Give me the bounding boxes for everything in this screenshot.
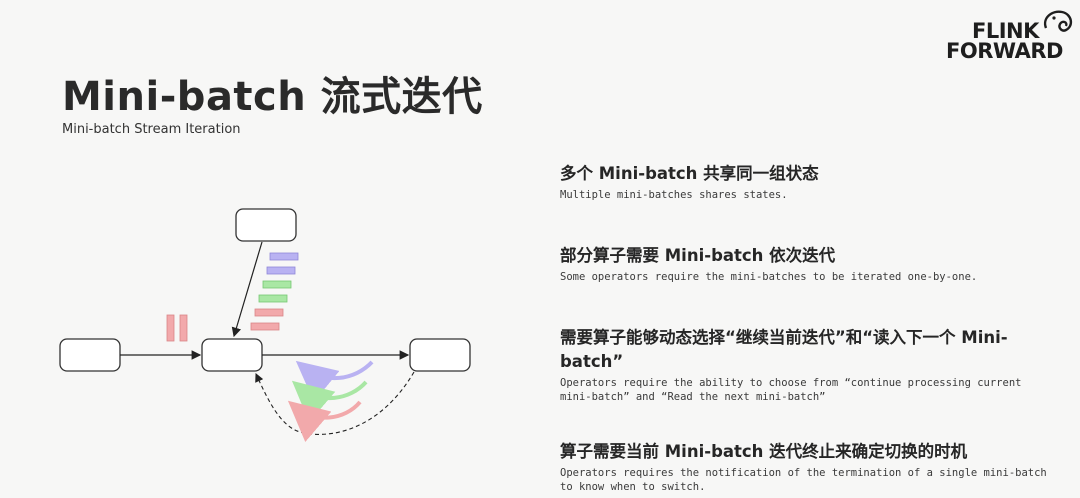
- iteration-diagram: [59, 208, 471, 443]
- output-node: [409, 338, 471, 372]
- source-node: [235, 208, 297, 242]
- iteration-curve-purple: [295, 360, 374, 402]
- point-sequential-iteration: 部分算子需要 Mini-batch 依次迭代 Some operators re…: [560, 244, 1060, 284]
- iteration-curve-green: [291, 380, 368, 423]
- mini-batch-purple-1: [269, 252, 299, 261]
- point-2-en: Some operators require the mini-batches …: [560, 271, 978, 283]
- flink-forward-logo: FLINK FORWARD: [938, 8, 1076, 68]
- iteration-curve-red: [287, 400, 362, 443]
- point-3-zh: 需要算子能够动态选择“继续当前迭代”和“读入下一个 Mini-batch”: [560, 328, 1008, 371]
- input-batch-2: [179, 314, 188, 342]
- point-3-en: Operators require the ability to choose …: [560, 377, 1022, 403]
- operator-node: [201, 338, 263, 372]
- mini-batch-green-1: [262, 280, 292, 289]
- point-shared-state: 多个 Mini-batch 共享同一组状态 Multiple mini-batc…: [560, 162, 1060, 202]
- feed-edge: [231, 241, 263, 338]
- point-4-en: Operators requires the notification of t…: [560, 467, 1047, 493]
- squirrel-icon: [1043, 10, 1073, 32]
- point-4-zh: 算子需要当前 Mini-batch 迭代终止来确定切换的时机: [560, 442, 968, 461]
- page-title: Mini-batch 流式迭代: [62, 74, 483, 120]
- point-1-zh: 多个 Mini-batch 共享同一组状态: [560, 164, 819, 183]
- point-dynamic-choice: 需要算子能够动态选择“继续当前迭代”和“读入下一个 Mini-batch” Op…: [560, 326, 1030, 404]
- page-subtitle: Mini-batch Stream Iteration: [62, 122, 241, 137]
- point-termination-notification: 算子需要当前 Mini-batch 迭代终止来确定切换的时机 Operators…: [560, 440, 1060, 494]
- point-1-en: Multiple mini-batches shares states.: [560, 189, 788, 201]
- logo-text-line2: FORWARD: [946, 39, 1063, 63]
- mini-batch-green-2: [258, 294, 288, 303]
- logo-text-line1: FLINK: [972, 19, 1039, 43]
- point-2-zh: 部分算子需要 Mini-batch 依次迭代: [560, 246, 836, 265]
- input-node: [59, 338, 121, 372]
- feedback-edge: [255, 371, 415, 435]
- mini-batch-red-1: [254, 308, 284, 317]
- mini-batch-purple-2: [266, 266, 296, 275]
- mini-batch-red-2: [250, 322, 280, 331]
- input-batch-1: [166, 314, 175, 342]
